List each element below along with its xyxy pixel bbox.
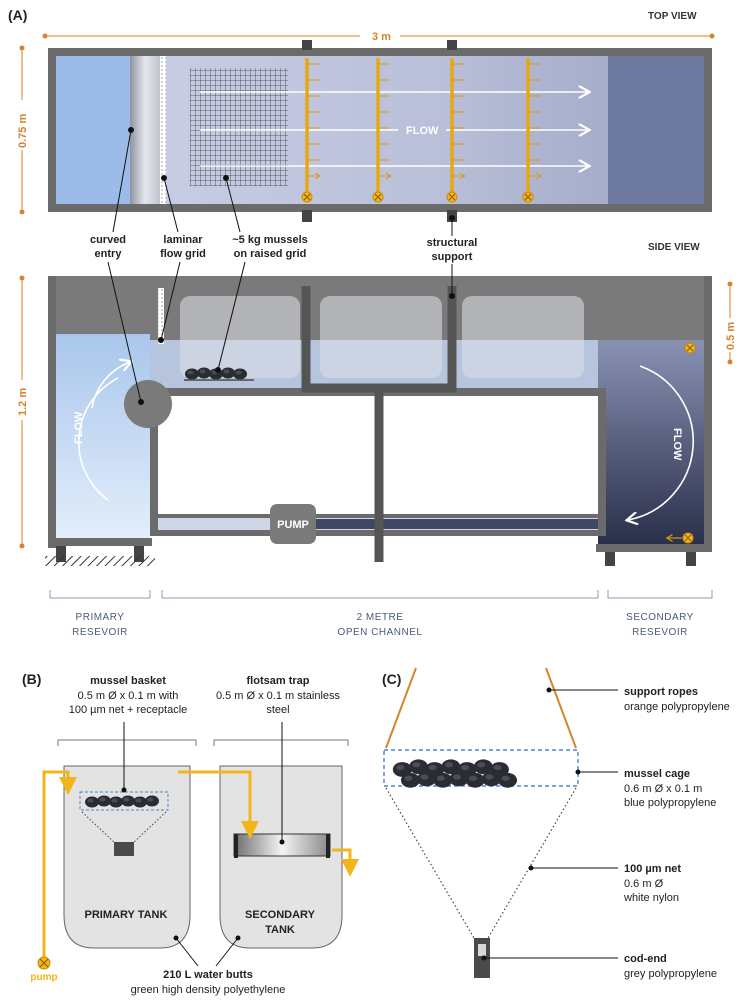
- callout-leaders: [107, 127, 455, 405]
- panel-c-label: (C): [382, 671, 401, 687]
- trap-desc-2: steel: [266, 704, 289, 716]
- codend-desc: grey polypropylene: [624, 968, 717, 980]
- length-dimension: 3 m: [42, 31, 715, 43]
- side-flow-left: FLOW: [73, 411, 85, 444]
- callout-mussels-2: on raised grid: [234, 248, 307, 260]
- section-brackets: [49, 590, 713, 599]
- side-flow-right: FLOW: [671, 428, 683, 461]
- basket-desc-1: 0.5 m Ø x 0.1 m with: [78, 690, 179, 702]
- depth-label: 0.5 m: [725, 322, 737, 350]
- net-desc-1: 0.6 m Ø: [624, 878, 664, 890]
- mussel-grid-top: [190, 68, 288, 186]
- depth-dimension: 0.5 m: [725, 281, 737, 365]
- trap-desc-1: 0.5 m Ø x 0.1 m stainless: [216, 690, 341, 702]
- callouts: curved entry laminar flow grid ~5 kg mus…: [90, 234, 477, 263]
- height-label: 1.2 m: [17, 388, 29, 416]
- cage-desc-1: 0.6 m Ø x 0.1 m: [624, 783, 702, 795]
- height-dimension: 1.2 m: [17, 275, 29, 549]
- top-flow-label: FLOW: [406, 125, 439, 137]
- secondary-tank-label-1: SECONDARY: [245, 909, 316, 921]
- pump-box: [270, 504, 316, 544]
- section-primary-1: PRIMARY: [76, 612, 125, 623]
- top-view: FLOW: [48, 40, 712, 222]
- codend-title: cod-end: [624, 953, 667, 965]
- panel-b-tanks: pump PRIMARY TANK SECONDARY TANK 210 L w…: [30, 722, 359, 996]
- butts-desc: green high density polyethylene: [131, 984, 286, 996]
- callout-curved-entry-2: entry: [95, 248, 123, 260]
- section-secondary-1: SECONDARY: [626, 612, 694, 623]
- callout-laminar-2: flow grid: [160, 248, 206, 260]
- callout-support-2: support: [432, 251, 473, 263]
- secondary-tank-label-2: TANK: [265, 924, 295, 936]
- panel-a-label: (A): [8, 7, 27, 23]
- width-dimension: 0.75 m: [17, 45, 29, 215]
- section-secondary-2: RESEVOIR: [632, 627, 688, 638]
- side-view-label: SIDE VIEW: [648, 242, 700, 253]
- mussel-grid-side: [184, 367, 254, 381]
- butts-title: 210 L water butts: [163, 969, 253, 981]
- callout-curved-entry-1: curved: [90, 234, 126, 246]
- callout-mussels-1: ~5 kg mussels: [232, 234, 308, 246]
- trap-title: flotsam trap: [247, 675, 310, 687]
- basket-title: mussel basket: [90, 675, 166, 687]
- panel-b-label: (B): [22, 671, 41, 687]
- net-desc-2: white nylon: [623, 892, 679, 904]
- section-primary-2: RESEVOIR: [72, 627, 128, 638]
- top-view-label: TOP VIEW: [648, 11, 697, 22]
- callout-laminar-1: laminar: [163, 234, 203, 246]
- net-title: 100 µm net: [624, 863, 681, 875]
- pump-label: PUMP: [277, 519, 309, 531]
- basket-desc-2: 100 µm net + receptacle: [69, 704, 188, 716]
- cage-desc-2: blue polypropylene: [624, 797, 716, 809]
- pump-b-label: pump: [30, 972, 57, 983]
- callout-support-1: structural: [427, 237, 478, 249]
- panel-c-cage: [383, 667, 618, 978]
- length-label: 3 m: [372, 31, 391, 43]
- ropes-title: support ropes: [624, 686, 698, 698]
- side-view: PUMP FLOW FLOW: [45, 276, 712, 566]
- primary-tank-label: PRIMARY TANK: [85, 909, 168, 921]
- width-label: 0.75 m: [17, 114, 29, 148]
- section-channel-2: OPEN CHANNEL: [338, 627, 423, 638]
- yellow-rods: [301, 58, 540, 203]
- ropes-desc: orange polypropylene: [624, 701, 730, 713]
- section-channel-1: 2 METRE: [357, 612, 404, 623]
- cage-title: mussel cage: [624, 768, 690, 780]
